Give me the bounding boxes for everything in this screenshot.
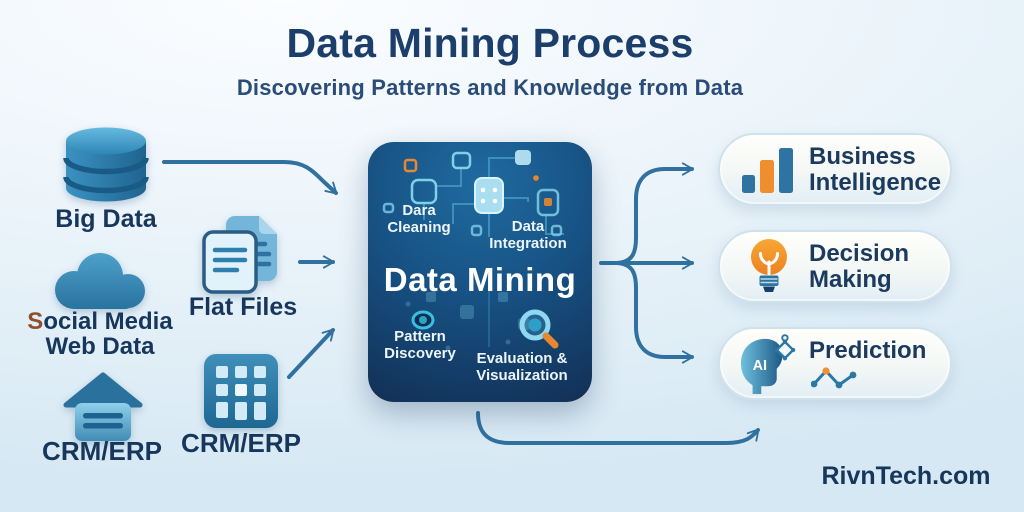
step-data-cleaning: Dara Cleaning [376,202,462,236]
page-title: Data Mining Process [286,20,694,66]
source-social-media [48,250,152,317]
big-data-label: Big Data [55,205,157,233]
trend-line-icon [811,367,857,389]
process-title: Data Mining [383,261,577,298]
step-evaluation-line2: Visualization [476,366,568,384]
bi-line1: Business [809,143,916,171]
prediction-label-group: Prediction [809,337,926,390]
ai-head-icon: AI [740,333,796,394]
step-cleaning-line1: Dara [402,202,436,219]
source-crm-erp-house [62,372,144,449]
data-mining-box: Dara Cleaning Data Integration Data Mini… [368,142,592,402]
arrow-box-to-bi [615,162,694,265]
prediction-label: Prediction [809,337,927,364]
social-media-line1: Social Media [27,308,173,335]
source-flat-files [199,212,287,302]
bar-chart-icon [742,147,793,193]
bar-chart-icon-wrap [740,145,798,195]
step-data-integration: Data Integration [472,218,584,252]
ai-head-icon-wrap: AI [740,333,798,395]
arrow-big-data-to-box [162,160,338,195]
social-media-label: Social Media Web Data [10,308,190,360]
step-pattern-line2: Discovery [384,344,456,362]
lightbulb-icon-wrap [740,237,798,297]
dm-line1: Decision [809,240,910,268]
business-intelligence-label: Business Intelligence [809,143,942,196]
social-media-line2: Web Data [45,332,155,360]
source-big-data [60,122,152,213]
magnifier-icon [519,309,559,349]
cloud-icon [55,253,145,309]
step-evaluation-visualization: Evaluation & Visualization [464,350,580,384]
header: Data Mining Process Discovering Patterns… [170,20,810,101]
documents-icon [202,216,277,294]
output-business-intelligence: Business Intelligence [718,133,952,206]
step-integration-line2: Integration [489,234,567,252]
arrow-crm-to-box [287,328,335,379]
arrow-box-bottom-loop [476,411,760,445]
step-pattern-line1: Pattern [394,328,446,345]
dm-line2: Making [809,265,892,293]
step-integration-line1: Data [511,218,545,235]
bi-line2: Intelligence [809,168,942,196]
flat-files-label: Flat Files [188,293,298,321]
output-decision-making: Decision Making [718,230,952,303]
brand-watermark: RivnTech.com [821,462,991,490]
eye-icon [411,310,435,330]
house-icon [63,372,143,441]
step-evaluation-line1: Evaluation & [476,350,568,367]
crm-erp-house-label: CRM/ERP [42,436,162,466]
decision-making-label: Decision Making [809,240,910,293]
page-subtitle: Discovering Patterns and Knowledge from … [236,75,744,100]
output-prediction: AI Prediction [718,327,952,400]
lightbulb-icon [751,238,787,292]
circuit-pattern [382,150,564,351]
database-icon [63,127,149,202]
step-pattern-discovery: Pattern Discovery [370,328,470,362]
source-crm-erp-building [204,354,278,433]
step-cleaning-line2: Cleaning [387,218,451,236]
building-icon [204,354,278,428]
crm-erp-building-label: CRM/ERP [181,428,301,458]
arrow-box-to-prediction [615,261,694,364]
ai-head-text: AI [753,357,768,373]
